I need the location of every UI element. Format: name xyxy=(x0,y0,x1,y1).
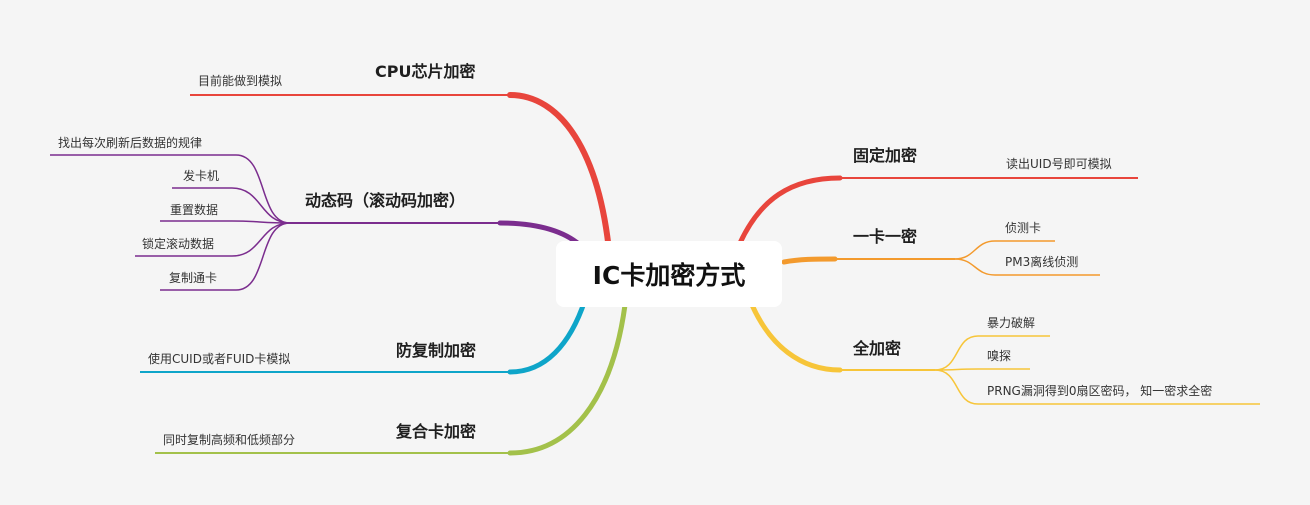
branch-anticopy-connector xyxy=(507,297,588,375)
leaf-full-2 xyxy=(934,368,1030,371)
branch-cpu-label[interactable]: CPU芯片加密 xyxy=(375,62,476,81)
leaf-fixed-1[interactable]: 读出UID号即可模拟 xyxy=(1006,157,1112,171)
leaf-anticopy-1[interactable]: 使用CUID或者FUID卡模拟 xyxy=(148,352,291,366)
branch-composite-connector xyxy=(507,302,628,456)
branch-composite-label[interactable]: 复合卡加密 xyxy=(396,422,477,441)
leaf-full-2[interactable]: 嗅探 xyxy=(987,349,1012,363)
leaf-composite-1[interactable]: 同时复制高频和低频部分 xyxy=(163,433,296,447)
leaf-dynamic-3[interactable]: 重置数据 xyxy=(170,203,219,217)
branch-onecard-connector xyxy=(781,256,838,265)
branch-full-connector xyxy=(749,302,843,373)
leaf-dynamic-4[interactable]: 锁定滚动数据 xyxy=(142,237,215,251)
branch-dynamic-connector xyxy=(497,220,583,248)
leaf-full-3[interactable]: PRNG漏洞得到0扇区密码， 知一密求全密 xyxy=(987,384,1213,398)
leaf-dynamic-2[interactable]: 发卡机 xyxy=(183,169,220,183)
branch-anticopy-lines xyxy=(140,297,588,375)
leaf-onecard-1 xyxy=(954,240,1055,260)
branch-composite-lines xyxy=(155,302,628,456)
leaf-full-1[interactable]: 暴力破解 xyxy=(987,316,1036,330)
branch-cpu-connector xyxy=(507,92,613,263)
branch-full-label[interactable]: 全加密 xyxy=(853,339,902,358)
branch-full-lines xyxy=(749,302,1260,405)
leaf-connector-2 xyxy=(172,187,291,224)
leaf-onecard-1[interactable]: 侦测卡 xyxy=(1005,221,1042,235)
branch-fixed-label[interactable]: 固定加密 xyxy=(853,146,918,165)
branch-dynamic-lines xyxy=(50,154,583,291)
leaf-cpu-1[interactable]: 目前能做到模拟 xyxy=(198,74,283,88)
leaf-full-3 xyxy=(934,369,1260,405)
leaf-full-1 xyxy=(934,335,1050,371)
branch-fixed-lines xyxy=(737,175,1138,246)
leaf-onecard-2 xyxy=(954,258,1100,276)
root-label: IC卡加密方式 xyxy=(592,261,746,290)
leaf-dynamic-5[interactable]: 复制通卡 xyxy=(169,271,218,285)
leaf-onecard-2[interactable]: PM3离线侦测 xyxy=(1005,255,1079,269)
branch-cpu-lines xyxy=(190,92,613,263)
leaf-connector-5 xyxy=(160,222,291,291)
branch-onecard-label[interactable]: 一卡一密 xyxy=(853,227,918,246)
leaf-connector-3 xyxy=(160,220,291,224)
branch-anticopy-label[interactable]: 防复制加密 xyxy=(396,341,477,360)
leaf-connector-4 xyxy=(135,222,291,257)
leaf-dynamic-1[interactable]: 找出每次刷新后数据的规律 xyxy=(58,136,203,150)
leaf-connector-1 xyxy=(50,154,291,224)
root-node[interactable]: IC卡加密方式 xyxy=(556,241,782,307)
branch-fixed-connector xyxy=(737,175,843,246)
branch-dynamic-label[interactable]: 动态码（滚动码加密） xyxy=(305,191,466,210)
branch-onecard-lines xyxy=(781,240,1100,276)
